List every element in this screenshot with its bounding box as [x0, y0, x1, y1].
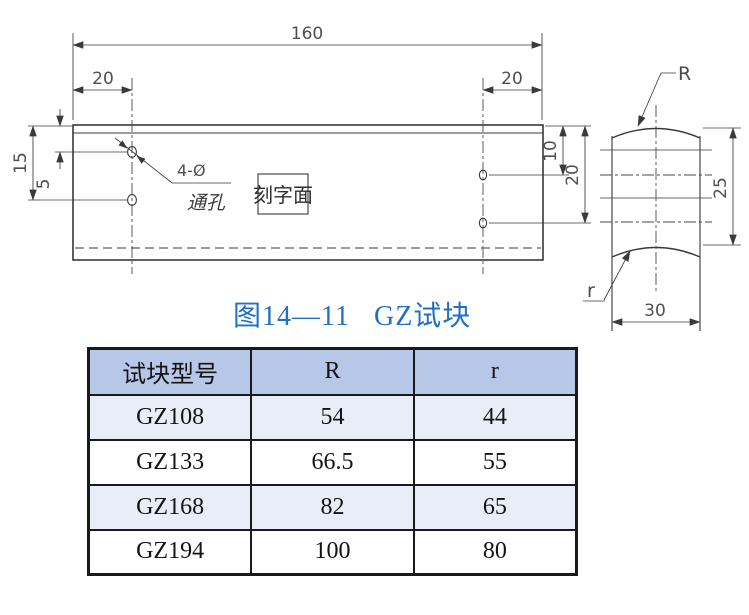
cell-r: 55: [412, 438, 578, 486]
cell-R: 100: [250, 528, 415, 576]
engraved-face-box: [257, 173, 309, 215]
spec-table: 试块型号 R r GZ108 54 44 GZ133 66.5 55 GZ168…: [87, 347, 578, 576]
holes-callout-line1: 4-Ø: [177, 161, 206, 180]
through-hole: [127, 194, 137, 206]
cell-r: 80: [412, 528, 578, 576]
dim-left-upper-hole-depth: 5: [34, 179, 54, 190]
cell-R: 66.5: [250, 438, 415, 486]
through-hole: [478, 217, 488, 229]
table-row: GZ108 54 44: [87, 393, 578, 441]
figure-caption: 图14—11 GZ试块: [233, 294, 471, 334]
top-radius-leader: [637, 72, 676, 127]
cell-R: 82: [250, 483, 415, 531]
through-hole: [127, 146, 137, 158]
leader-arrow-icon: [118, 140, 128, 149]
col-header-model: 试块型号: [87, 347, 253, 396]
col-header-R: R: [250, 347, 415, 396]
holes-callout-leader: [114, 137, 231, 184]
technical-drawing: 160 20 20 15 5 10 20: [11, 24, 741, 331]
dim-left-hole-offset: 20: [92, 69, 114, 89]
table-header-row: 试块型号 R r: [87, 347, 578, 396]
dim-side-width: 30: [644, 301, 666, 321]
dim-right-upper-hole-depth: 10: [541, 140, 561, 162]
through-hole: [478, 169, 488, 181]
engraved-face-label: 刻字面: [253, 184, 313, 207]
table-row: GZ168 82 65: [87, 483, 578, 531]
top-radius-label: R: [678, 63, 691, 85]
cell-model: GZ194: [87, 528, 253, 576]
figure-caption-number: 图14—11: [233, 301, 350, 332]
cell-r: 65: [412, 483, 578, 531]
side-view: 25 30 R r: [583, 63, 741, 331]
col-header-r: r: [412, 347, 578, 396]
cell-r: 44: [412, 393, 578, 441]
figure-caption-title: GZ试块: [373, 301, 472, 332]
cell-R: 54: [250, 393, 415, 441]
dim-side-height: 25: [711, 177, 731, 199]
front-view: 160 20 20 15 5 10 20: [11, 24, 591, 274]
cell-model: GZ133: [87, 438, 253, 486]
dim-right-hole-offset: 20: [501, 69, 523, 89]
cell-model: GZ168: [87, 483, 253, 531]
cell-model: GZ108: [87, 393, 253, 441]
bottom-radius-label: r: [587, 280, 595, 302]
bottom-radius-leader: [603, 250, 631, 301]
table-row: GZ133 66.5 55: [87, 438, 578, 486]
dim-total-length: 160: [291, 24, 323, 44]
dim-right-lower-hole-depth: 20: [563, 164, 583, 186]
holes-callout-line2: 通孔: [187, 193, 226, 214]
block-outline: [72, 124, 544, 261]
dim-left-lower-hole-depth: 15: [11, 152, 31, 174]
leader-arrow-icon: [136, 155, 146, 164]
table-row: GZ194 100 80: [87, 528, 578, 576]
